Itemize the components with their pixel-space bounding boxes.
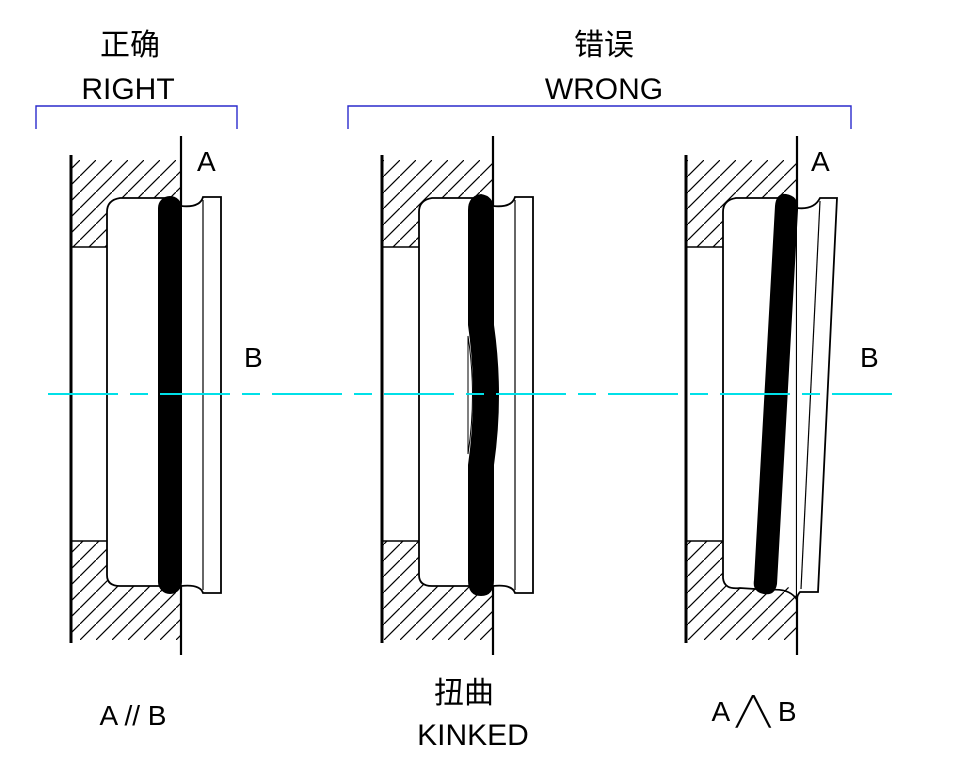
housing-hatch-top xyxy=(71,160,181,247)
right-label-b: B xyxy=(244,342,263,373)
right-title-en: RIGHT xyxy=(81,73,174,106)
wrong-title-en: WRONG xyxy=(545,73,663,106)
figure-kinked: 扭曲 KINKED xyxy=(380,136,534,752)
wrong-bracket xyxy=(347,105,852,129)
right-group-header: 正确 RIGHT xyxy=(35,29,238,129)
kinked-caption-en: KINKED xyxy=(417,719,529,752)
wrong-group-header: 错误 WRONG xyxy=(347,29,852,129)
right-label-a: A xyxy=(197,146,216,177)
kinked-caption-cn: 扭曲 xyxy=(434,677,494,710)
wrong-title-cn: 错误 xyxy=(574,29,634,62)
figure-right: A B A // B xyxy=(69,136,263,731)
right-bracket xyxy=(35,105,238,129)
housing-hatch-bottom xyxy=(382,541,493,640)
housing-hatch-top xyxy=(686,160,797,247)
housing-hatch-top xyxy=(382,160,493,247)
tilted-label-b: B xyxy=(860,342,879,373)
tilted-label-a: A xyxy=(811,146,830,177)
tilted-caption: A ╱╲ B xyxy=(711,695,796,728)
right-title-cn: 正确 xyxy=(100,29,160,62)
figure-tilted: A B A ╱╲ B xyxy=(684,136,879,728)
housing-hatch-bottom xyxy=(686,541,797,640)
right-caption: A // B xyxy=(100,700,167,731)
housing-hatch-bottom xyxy=(71,541,181,640)
